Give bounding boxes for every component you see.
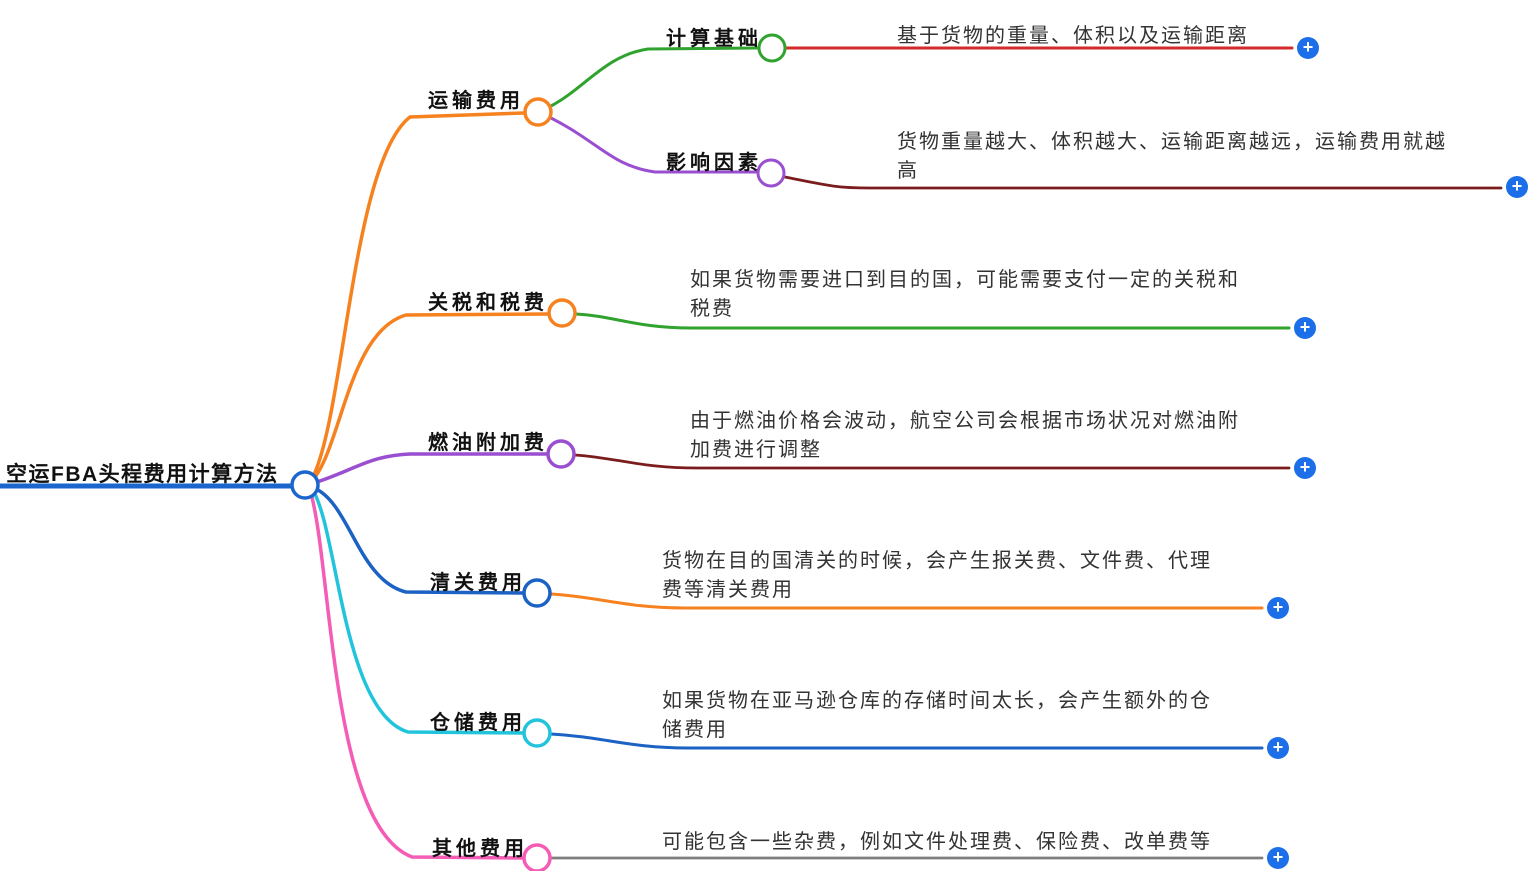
leaf-line: 由于燃油价格会波动，航空公司会根据市场状况对燃油附	[690, 410, 1240, 432]
add-node-button-calc-basis[interactable]: +	[1297, 37, 1319, 59]
leaf-line: 费等清关费用	[662, 579, 794, 601]
branch-tariff-line	[310, 312, 550, 483]
leaf-text-calc-basis[interactable]: 基于货物的重量、体积以及运输距离	[897, 22, 1249, 51]
add-node-button-fuel-surcharge[interactable]: +	[1294, 457, 1316, 479]
root-node-handle[interactable]	[290, 470, 320, 500]
leaf-text-other[interactable]: 可能包含一些杂费，例如文件处理费、保险费、改单费等	[662, 828, 1212, 857]
branch-fuel-surcharge-line	[312, 452, 549, 485]
add-node-button-other[interactable]: +	[1267, 847, 1289, 869]
leaf-line: 高	[897, 160, 919, 182]
transport-node-handle[interactable]	[523, 97, 553, 127]
storage-node-handle[interactable]	[522, 718, 552, 748]
root-topic-label[interactable]: 空运FBA头程费用计算方法	[6, 463, 279, 486]
leaf-fuel-surcharge-underline	[573, 453, 1291, 470]
leaf-line: 货物重量越大、体积越大、运输距离越远，运输费用就越	[897, 131, 1447, 153]
subbranch-label-calc-basis[interactable]: 计算基础	[666, 28, 762, 50]
leaf-text-storage[interactable]: 如果货物在亚马逊仓库的存储时间太长，会产生额外的仓 储费用	[662, 687, 1212, 745]
leaf-line: 货物在目的国清关的时候，会产生报关费、文件费、代理	[662, 550, 1212, 572]
other-node-handle[interactable]	[522, 843, 552, 871]
branch-other-line	[308, 488, 525, 860]
branch-label-fuel-surcharge[interactable]: 燃油附加费	[428, 432, 548, 454]
influencing-factors-node-handle[interactable]	[756, 158, 786, 188]
leaf-customs-clearance-underline	[549, 592, 1264, 610]
branch-label-tariff[interactable]: 关税和税费	[428, 292, 548, 314]
add-node-button-storage[interactable]: +	[1267, 737, 1289, 759]
subbranch-calc-basis-line	[549, 46, 759, 108]
leaf-line: 如果货物需要进口到目的国，可能需要支付一定的关税和	[690, 269, 1240, 291]
leaf-text-customs-clearance[interactable]: 货物在目的国清关的时候，会产生报关费、文件费、代理 费等清关费用	[662, 547, 1212, 605]
branch-label-transport[interactable]: 运输费用	[428, 90, 524, 112]
add-node-button-influencing-factors[interactable]: +	[1506, 176, 1528, 198]
leaf-text-influencing-factors[interactable]: 货物重量越大、体积越大、运输距离越远，运输费用就越 高	[897, 128, 1447, 186]
leaf-tariff-underline	[574, 312, 1291, 330]
branch-label-customs-clearance[interactable]: 清关费用	[430, 572, 526, 594]
branch-label-storage[interactable]: 仓储费用	[430, 712, 526, 734]
calc-basis-node-handle[interactable]	[757, 33, 787, 63]
branch-storage-line	[310, 487, 525, 735]
add-node-button-tariff[interactable]: +	[1294, 317, 1316, 339]
subbranch-label-influencing-factors[interactable]: 影响因素	[666, 152, 762, 174]
branch-transport-line	[310, 111, 526, 481]
branch-label-other[interactable]: 其他费用	[432, 838, 528, 860]
leaf-storage-underline	[549, 732, 1264, 750]
leaf-line: 税费	[690, 298, 734, 320]
leaf-influencing-factors-underline	[783, 175, 1503, 190]
tariff-node-handle[interactable]	[547, 298, 577, 328]
leaf-line: 基于货物的重量、体积以及运输距离	[897, 25, 1249, 47]
add-node-button-customs-clearance[interactable]: +	[1267, 597, 1289, 619]
leaf-text-tariff[interactable]: 如果货物需要进口到目的国，可能需要支付一定的关税和 税费	[690, 266, 1240, 324]
leaf-line: 可能包含一些杂费，例如文件处理费、保险费、改单费等	[662, 831, 1212, 853]
fuel-surcharge-node-handle[interactable]	[546, 439, 576, 469]
leaf-line: 储费用	[662, 719, 728, 741]
customs-clearance-node-handle[interactable]	[522, 578, 552, 608]
leaf-line: 如果货物在亚马逊仓库的存储时间太长，会产生额外的仓	[662, 690, 1212, 712]
leaf-text-fuel-surcharge[interactable]: 由于燃油价格会波动，航空公司会根据市场状况对燃油附 加费进行调整	[690, 407, 1240, 465]
subbranch-influencing-factors-line	[549, 116, 759, 174]
branch-customs-clearance-line	[312, 486, 525, 595]
leaf-line: 加费进行调整	[690, 439, 822, 461]
